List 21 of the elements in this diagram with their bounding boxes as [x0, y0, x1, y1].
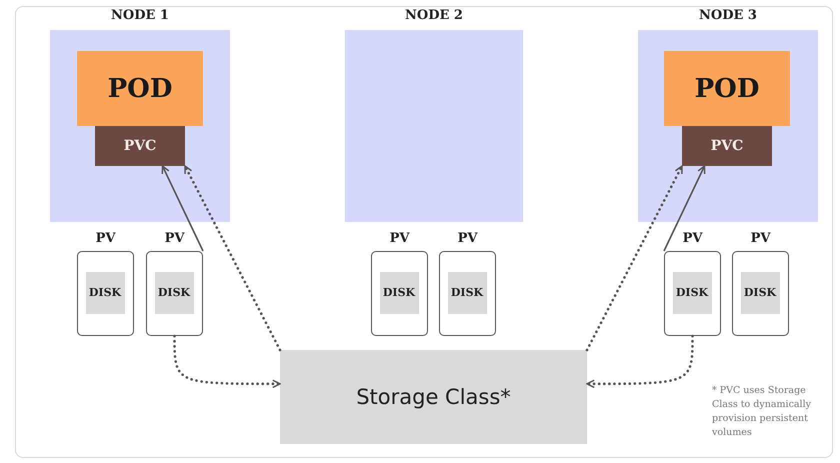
arrow: [184, 164, 282, 352]
claim-box: PVC: [95, 126, 185, 166]
node-title: NODE 2: [404, 8, 464, 23]
volume-title: PV: [682, 231, 704, 246]
volume-title: PV: [164, 231, 186, 246]
volume-title: PV: [94, 231, 117, 246]
storage-class-box: Storage Class*: [280, 350, 587, 444]
pod-box: POD: [77, 51, 203, 126]
volume-title: PV: [456, 231, 479, 246]
footnote: * PVC uses Storage Class to dynamically provision persistent volumes: [712, 384, 812, 440]
node-title: NODE 1: [110, 8, 170, 23]
claim-box: PVC: [682, 126, 772, 166]
volume-title: PV: [388, 231, 411, 246]
arrow: [173, 334, 282, 388]
arrow: [162, 165, 204, 252]
arrow: [586, 334, 694, 388]
pod-box: POD: [664, 51, 790, 126]
volume-title: PV: [750, 231, 772, 246]
arrow: [663, 165, 706, 252]
arrow: [586, 164, 684, 352]
node-title: NODE 3: [698, 8, 758, 23]
